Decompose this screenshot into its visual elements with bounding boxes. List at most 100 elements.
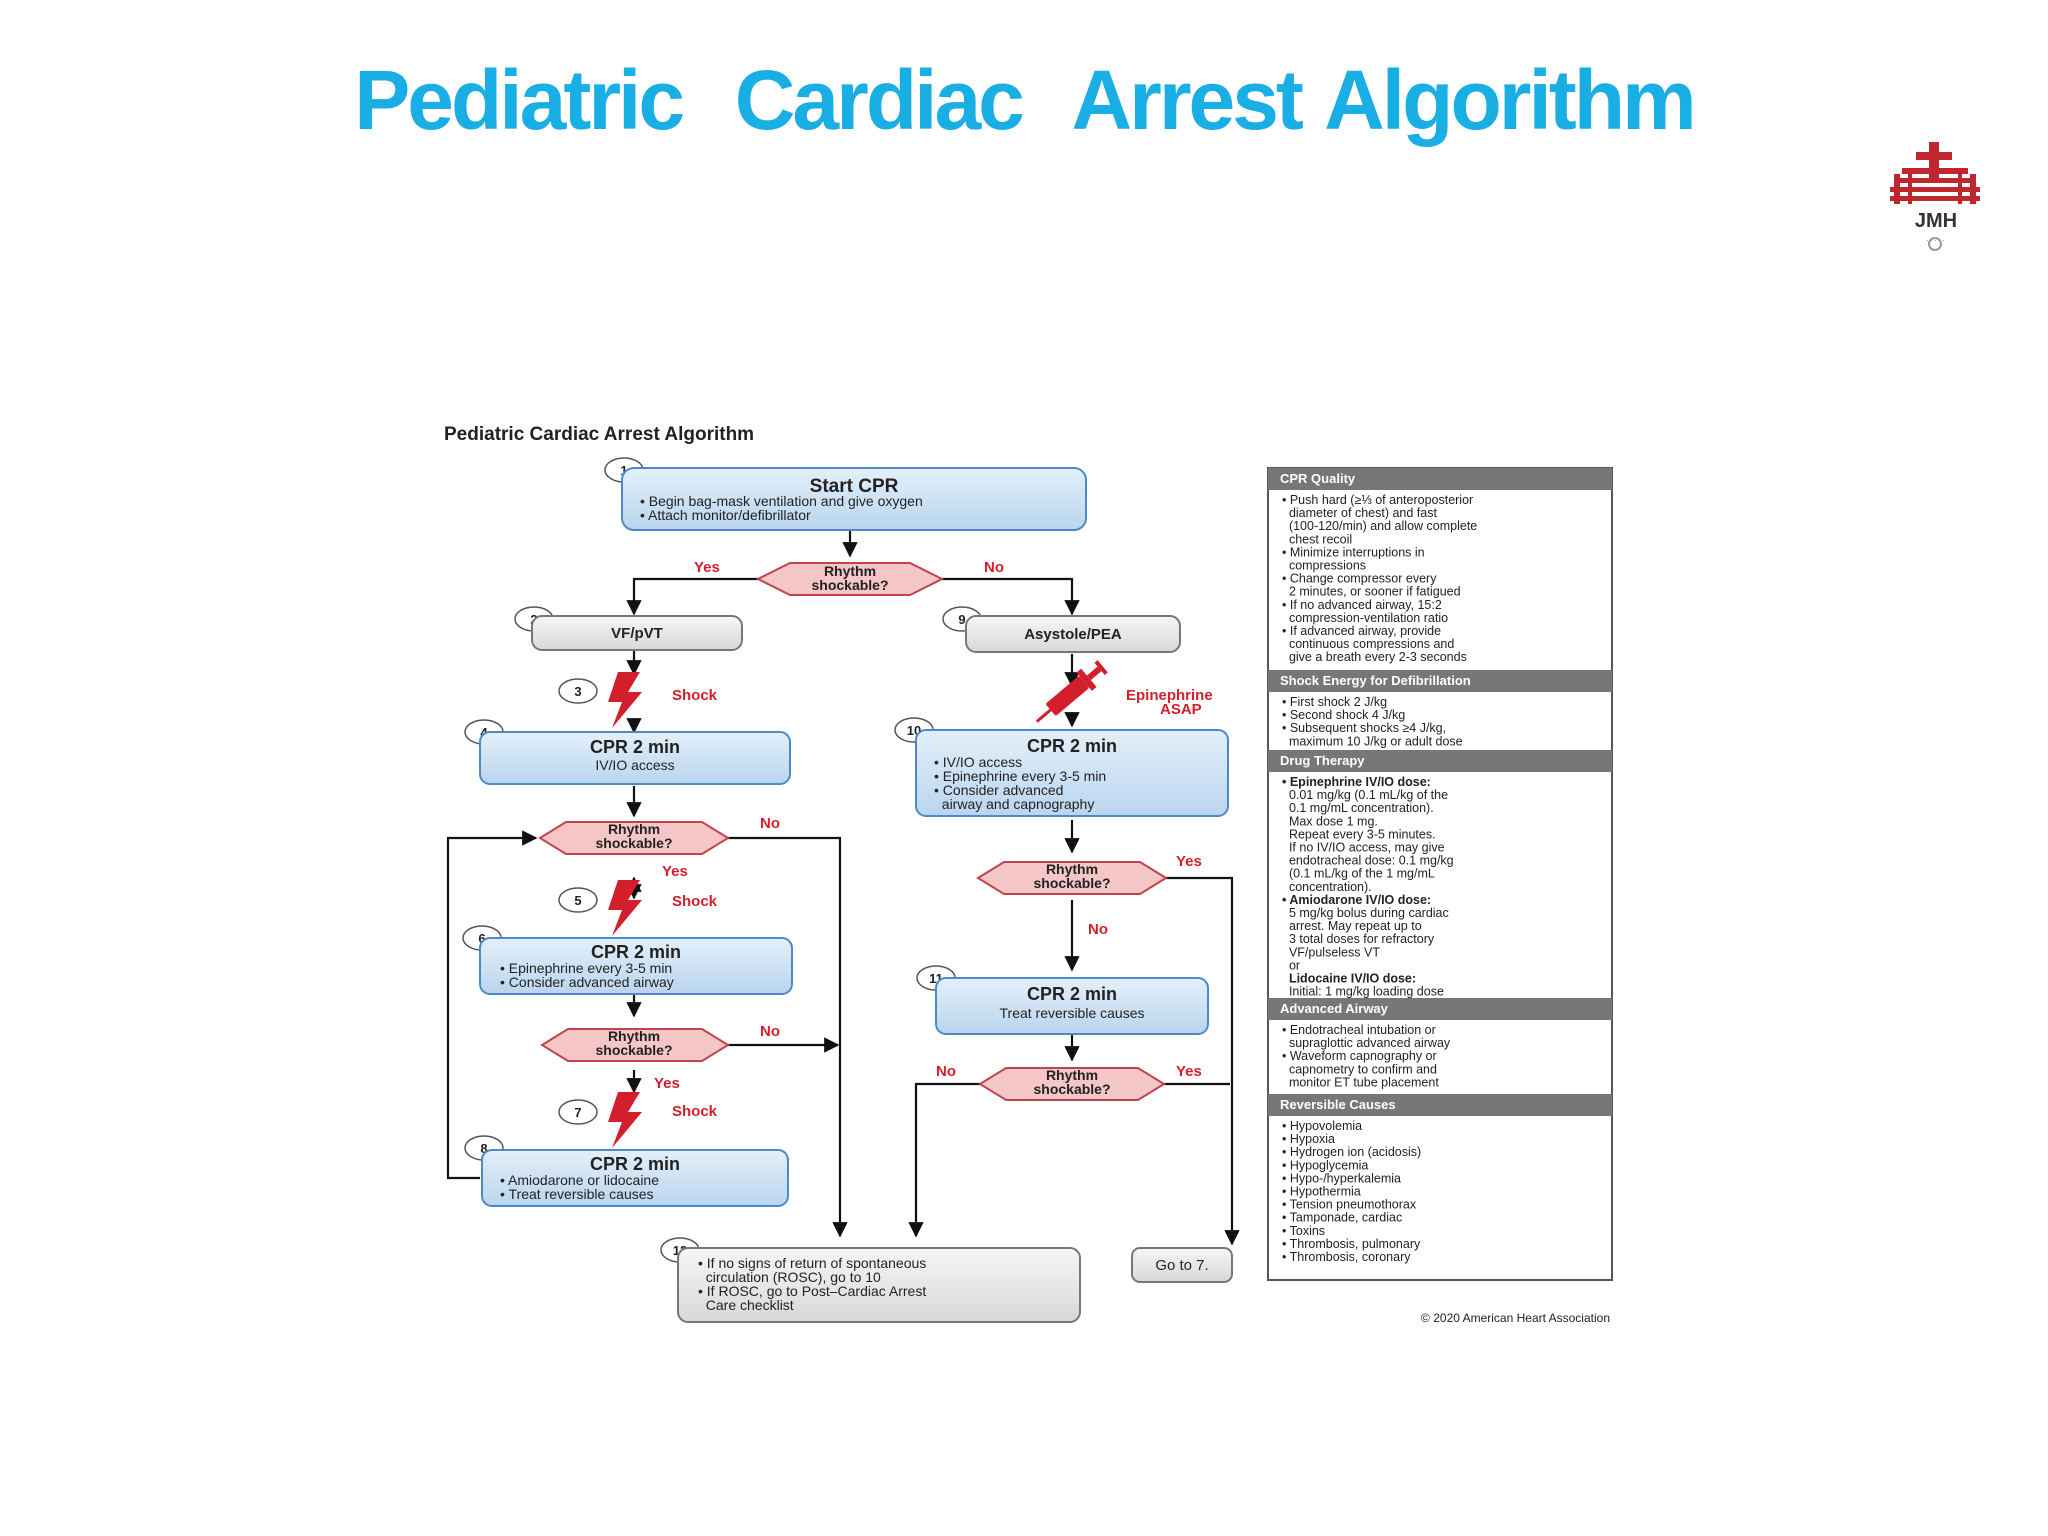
step-7-label: Shock [672,1103,718,1120]
panel-header: Drug Therapy [1280,753,1365,768]
svg-text:1: 1 [620,463,627,478]
step-1-title: Start CPR [810,476,899,497]
yes-label: Yes [1176,853,1202,870]
step-10-line-2: • Epinephrine every 3-5 min [934,768,1106,784]
svg-text:Rhythm: Rhythm [1046,1067,1098,1083]
step-3-shock: Shock [608,672,718,728]
yes-label: Yes [1176,1063,1202,1080]
panel-line: concentration). [1282,880,1372,894]
step-6-line-2: • Consider advanced airway [500,974,674,990]
panel-line: 3 total doses for refractory [1282,932,1435,946]
panel-line: Lidocaine IV/IO dose: [1282,972,1416,986]
step-7-shock: Shock [608,1092,718,1148]
panel-header-bar [1268,750,1612,772]
no-label: No [984,559,1004,576]
step-4-title: CPR 2 min [590,737,680,757]
svg-text:Rhythm: Rhythm [824,563,876,579]
panel-line: • Amiodarone IV/IO dose: [1282,893,1431,907]
panel-section-advanced-airway: Advanced Airway • Endotracheal intubation… [1268,998,1612,1089]
panel-line: maximum 10 J/kg or adult dose [1282,734,1463,748]
step-10-cpr: CPR 2 min • IV/IO access • Epinephrine e… [915,729,1229,817]
decision-4: Rhythm shockable? Yes No [976,853,1202,938]
step-10-line-4: airway and capnography [934,796,1094,812]
logo-subtext: ····· [1926,235,1946,245]
no-label: No [760,815,780,832]
step-10-title: CPR 2 min [1027,736,1117,756]
svg-text:Rhythm: Rhythm [1046,861,1098,877]
panel-line: If no IV/IO access, may give [1282,841,1445,855]
step-2-title: VF/pVT [611,625,663,642]
panel-header-bar [1268,998,1612,1020]
no-label: No [936,1063,956,1080]
panel-line: diameter of chest) and fast [1282,506,1437,520]
svg-text:shockable?: shockable? [595,1042,672,1058]
panel-line: Max dose 1 mg. [1282,814,1378,828]
step-1-start-cpr: Start CPR • Begin bag-mask ventilation a… [621,467,1087,531]
panel-line: Initial: 1 mg/kg loading dose [1282,985,1444,999]
panel-line: • Hydrogen ion (acidosis) [1282,1145,1421,1159]
svg-text:8: 8 [480,1141,487,1156]
step-11-line-1: Treat reversible causes [1000,1005,1145,1021]
step-number-5: 5 [558,887,598,913]
panel-line: continuous compressions and [1282,637,1454,651]
panel-line: 5 mg/kg bolus during cardiac [1282,906,1449,920]
asap-label: ASAP [1160,701,1202,718]
panel-section-reversible-causes: Reversible Causes• Hypovolemia• Hypoxia•… [1268,1094,1612,1264]
logo-text: JMH [1914,210,1958,232]
panel-line: • Change compressor every [1282,572,1437,586]
panel-line: (100-120/min) and allow complete [1282,519,1477,533]
decision-1: Rhythm shockable? Yes No [694,559,1004,596]
panel-line: VF/pulseless VT [1282,945,1380,959]
epinephrine-label: Epinephrine [1126,687,1213,704]
step-8-line-2: • Treat reversible causes [500,1186,654,1202]
panel-line: compression-ventilation ratio [1282,611,1448,625]
panel-line: (0.1 mL/kg of the 1 mg/mL [1282,867,1435,881]
hospital-logo-icon [1890,142,1980,251]
panel-header: Advanced Airway [1280,1001,1389,1016]
step-12-line-2: circulation (ROSC), go to 10 [698,1269,881,1285]
yes-label: Yes [694,559,720,576]
panel-line: endotracheal dose: 0.1 mg/kg [1282,854,1454,868]
panel-section-shock-energy-for-defibrillation: Shock Energy for Defibrillation• First s… [1268,670,1612,748]
step-1-line-2: • Attach monitor/defibrillator [640,507,811,523]
no-label: No [760,1023,780,1040]
panel-line: • Thrombosis, pulmonary [1282,1237,1421,1251]
svg-text:3: 3 [574,684,581,699]
step-5-label: Shock [672,893,718,910]
step-6-title: CPR 2 min [591,942,681,962]
panel-line: • Push hard (≥⅓ of anteroposterior [1282,493,1473,507]
yes-label: Yes [662,863,688,880]
panel-line: • Toxins [1282,1224,1325,1238]
panel-line: • Endotracheal intubation or [1282,1023,1436,1037]
step-8-cpr: CPR 2 min • Amiodarone or lidocaine • Tr… [481,1149,789,1207]
panel-line: • Hypoglycemia [1282,1158,1368,1172]
svg-text:5: 5 [574,893,581,908]
panel-line: • Second shock 4 J/kg [1282,708,1405,722]
step-12-rosc: • If no signs of return of spontaneous c… [677,1247,1081,1323]
panel-line: • Tension pneumothorax [1282,1198,1417,1212]
svg-text:shockable?: shockable? [1033,875,1110,891]
panel-header: CPR Quality [1280,471,1356,486]
step-3-label: Shock [672,687,718,704]
panel-header-bar [1268,670,1612,692]
panel-line: give a breath every 2-3 seconds [1282,650,1467,664]
shock-bolt-icon [608,1092,642,1148]
panel-header: Shock Energy for Defibrillation [1280,673,1471,688]
panel-line: • If no advanced airway, 15:2 [1282,598,1442,612]
panel-line: • Epinephrine IV/IO dose: [1282,775,1431,789]
panel-header: Reversible Causes [1280,1097,1396,1112]
no-label: No [1088,921,1108,938]
step-8-line-1: • Amiodarone or lidocaine [500,1172,659,1188]
step-8-title: CPR 2 min [590,1154,680,1174]
chart-title: Pediatric Cardiac Arrest Algorithm [444,424,754,445]
panel-line: • Waveform capnography or [1282,1049,1437,1063]
step-10-line-1: • IV/IO access [934,754,1022,770]
step-number-7: 7 [558,1099,598,1125]
step-12-line-4: Care checklist [698,1297,794,1313]
panel-line: • Hypoxia [1282,1132,1335,1146]
yes-label: Yes [654,1075,680,1092]
panel-line: • Hypothermia [1282,1185,1361,1199]
panel-line: capnometry to confirm and [1282,1062,1437,1076]
step-9-title: Asystole/PEA [1024,626,1122,643]
panel-section-drug-therapy: Drug Therapy• Epinephrine IV/IO dose: 0.… [1268,750,1612,999]
